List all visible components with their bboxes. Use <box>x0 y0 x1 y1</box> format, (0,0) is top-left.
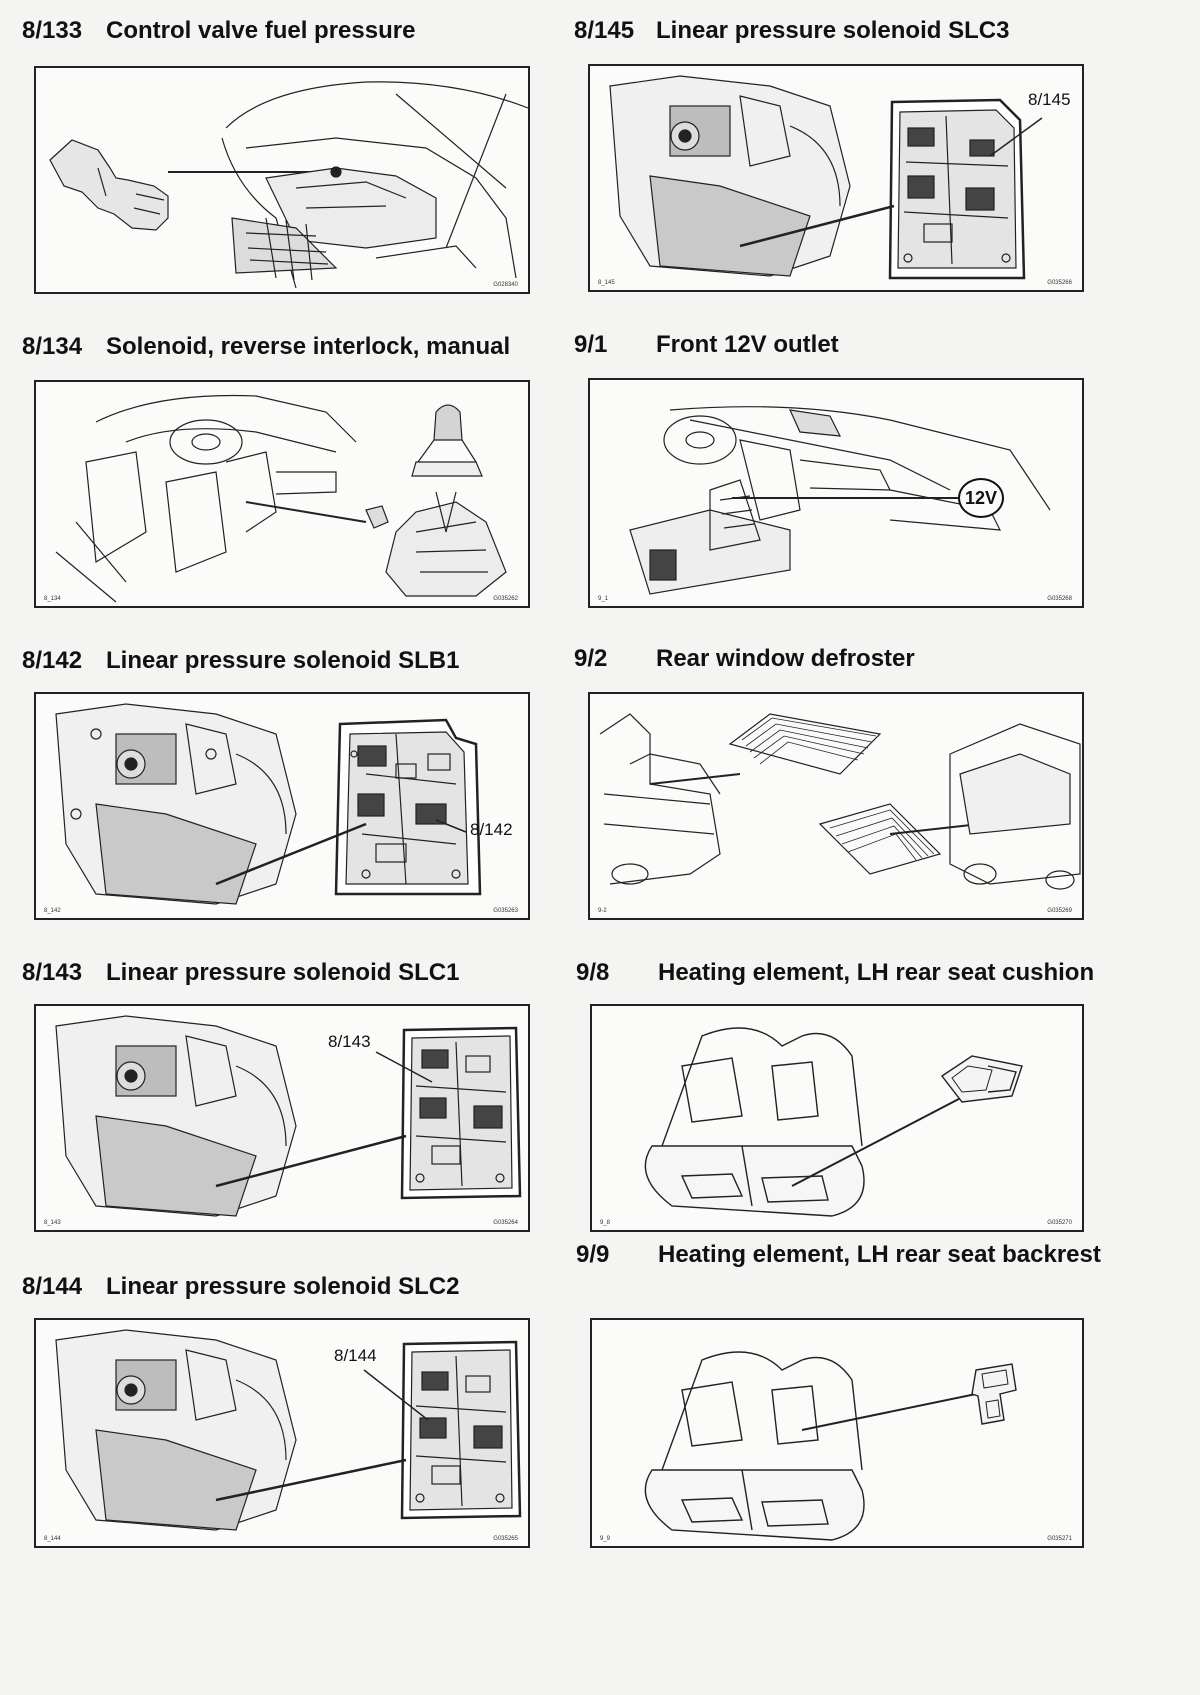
figure-code-left: 9-2 <box>598 908 607 914</box>
figure-linear-pressure-solenoid-slc1: 8/143 8_143 G035264 <box>34 1004 530 1232</box>
figure-code-left: 8_142 <box>44 908 61 914</box>
figure-code: G035262 <box>493 596 518 602</box>
figure-code: G035269 <box>1047 908 1072 914</box>
section-heading-9-1: 9/1 Front 12V outlet <box>574 330 839 360</box>
figure-code: G035266 <box>1047 280 1072 286</box>
figure-code-left: 8_143 <box>44 1220 61 1226</box>
callout-label: 8/145 <box>1028 90 1071 109</box>
figure-code: G035271 <box>1047 1536 1072 1542</box>
section-heading-8-134: 8/134 Solenoid, reverse interlock, manua… <box>22 332 510 362</box>
section-heading-8-144: 8/144 Linear pressure solenoid SLC2 <box>22 1272 459 1302</box>
callout-label: 12V <box>964 487 998 508</box>
rear-seat-icon <box>644 1351 1017 1541</box>
figure-linear-pressure-solenoid-slc2: 8/144 8_144 G035265 <box>34 1318 530 1548</box>
callout-label: 8/144 <box>334 1346 377 1365</box>
figure-code: G035270 <box>1047 1220 1072 1226</box>
section-code: 8/145 <box>574 17 635 44</box>
figure-code-left: 8_144 <box>44 1536 61 1542</box>
figure-linear-pressure-solenoid-slb1: 8/142 8_142 G035263 <box>34 692 530 920</box>
callout-label: 8/142 <box>470 820 513 839</box>
rear-seat-icon <box>644 1027 1023 1217</box>
figure-code: G035268 <box>1047 596 1072 602</box>
callout-label: 8/143 <box>328 1032 371 1051</box>
engine-bay-icon <box>49 81 528 289</box>
section-title: Heating element, LH rear seat cushion <box>658 959 1095 986</box>
figure-solenoid-reverse-interlock: 8_134 G035262 <box>34 380 530 608</box>
section-title: Linear pressure solenoid SLC2 <box>106 1273 460 1300</box>
dashboard-icon <box>629 406 1051 595</box>
section-title: Rear window defroster <box>656 645 915 672</box>
figure-code-left: 8_134 <box>44 596 61 602</box>
section-code: 9/9 <box>576 1241 610 1268</box>
figure-code-left: 9_1 <box>598 596 609 602</box>
transmission-icon <box>55 703 482 905</box>
section-heading-8-145: 8/145 Linear pressure solenoid SLC3 <box>574 16 1009 46</box>
figure-code: G035263 <box>493 908 518 914</box>
section-heading-9-2: 9/2 Rear window defroster <box>574 644 915 674</box>
section-heading-8-143: 8/143 Linear pressure solenoid SLC1 <box>22 958 459 988</box>
callout-12v-badge: 12V <box>958 478 1004 518</box>
gear-shifter-icon <box>55 394 507 603</box>
section-code: 9/1 <box>574 331 608 358</box>
figure-code-left: 8_145 <box>598 280 615 286</box>
section-code: 8/134 <box>22 333 83 360</box>
figure-code: G035264 <box>493 1220 518 1226</box>
section-title: Control valve fuel pressure <box>106 17 416 44</box>
section-code: 9/8 <box>576 959 610 986</box>
transmission-icon <box>55 1015 522 1217</box>
section-heading-9-9: 9/9 Heating element, LH rear seat backre… <box>576 1240 1101 1270</box>
section-title: Linear pressure solenoid SLC3 <box>656 17 1010 44</box>
figure-heating-element-seat-cushion: 9_8 G035270 <box>590 1004 1084 1232</box>
section-title: Linear pressure solenoid SLC1 <box>106 959 460 986</box>
section-title: Solenoid, reverse interlock, manual <box>106 333 511 360</box>
figure-control-valve-fuel-pressure: G028340 <box>34 66 530 294</box>
section-code: 8/142 <box>22 647 83 674</box>
figure-code-left: 9_9 <box>600 1536 611 1542</box>
section-heading-8-142: 8/142 Linear pressure solenoid SLB1 <box>22 646 459 676</box>
transmission-icon <box>609 75 1043 280</box>
section-code: 8/133 <box>22 17 83 44</box>
section-heading-9-8: 9/8 Heating element, LH rear seat cushio… <box>576 958 1094 988</box>
figure-front-12v-outlet: 12V 9_1 G035268 <box>588 378 1084 608</box>
figure-rear-window-defroster: 9-2 G035269 <box>588 692 1084 920</box>
figure-code: G035265 <box>493 1536 518 1542</box>
transmission-icon <box>55 1329 522 1531</box>
figure-code: G028340 <box>493 282 518 288</box>
rear-window-icon <box>599 713 1081 890</box>
section-heading-8-133: 8/133 Control valve fuel pressure <box>22 16 415 46</box>
figure-heating-element-seat-backrest: 9_9 G035271 <box>590 1318 1084 1548</box>
section-code: 8/143 <box>22 959 83 986</box>
section-title: Linear pressure solenoid SLB1 <box>106 647 460 674</box>
section-code: 9/2 <box>574 645 608 672</box>
section-title: Heating element, LH rear seat backrest <box>658 1241 1101 1268</box>
section-title: Front 12V outlet <box>656 331 839 358</box>
section-code: 8/144 <box>22 1273 83 1300</box>
figure-code-left: 9_8 <box>600 1220 611 1226</box>
figure-linear-pressure-solenoid-slc3: 8/145 8_145 G035266 <box>588 64 1084 292</box>
